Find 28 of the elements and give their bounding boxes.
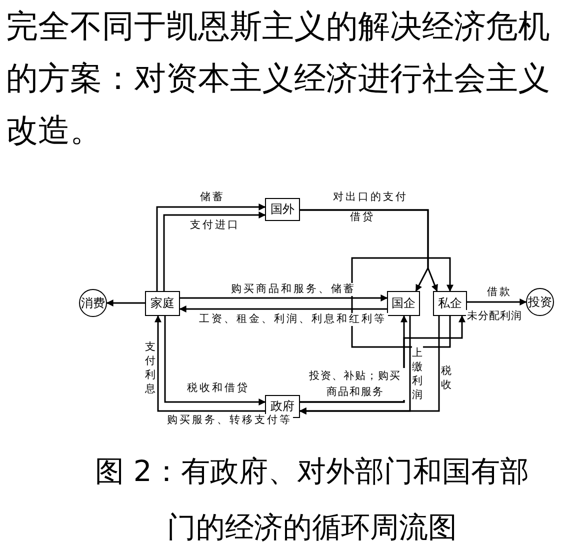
circle-node: 投资 — [526, 288, 554, 316]
arrow — [351, 257, 454, 348]
edge-label: 上缴利润 — [412, 346, 423, 402]
process-box: 家庭 — [145, 291, 180, 316]
edge-label: 购买商品和服务、储蓄 — [230, 283, 357, 296]
arrow — [467, 298, 527, 306]
title-text: 完全不同于凯恩斯主义的解决经济危机的方案：对资本主义经济进行社会主义改造。 — [6, 6, 551, 151]
arrow — [154, 315, 265, 412]
edge-label: 购买服务、转移支付等 — [166, 414, 293, 427]
process-box: 国外 — [265, 198, 300, 221]
edge-label: 税收和借贷 — [186, 382, 250, 395]
arrow — [164, 316, 266, 406]
figure-caption: 图 2：有政府、对外部门和国有部门的经济的循环周流图 — [94, 453, 530, 546]
process-box: 私企 — [433, 291, 467, 316]
edge-label: 借贷 — [349, 211, 376, 224]
text-label: 未分配利润 — [466, 310, 523, 323]
circle-node: 消费 — [79, 289, 107, 317]
edge-label: 对出口的支付 — [332, 191, 409, 204]
process-box: 国企 — [387, 291, 420, 316]
text-label: 支付利息 — [145, 340, 156, 396]
edge-label: 税收 — [441, 364, 452, 392]
arrow — [179, 306, 387, 312]
edge-label: 借款 — [486, 286, 513, 299]
arrow — [106, 300, 145, 306]
edge-label: 储蓄 — [199, 191, 226, 204]
arrow — [180, 294, 388, 302]
arrow — [299, 316, 440, 414]
edge-label: 工资、租金、利润、利息和红利等 — [198, 313, 388, 326]
